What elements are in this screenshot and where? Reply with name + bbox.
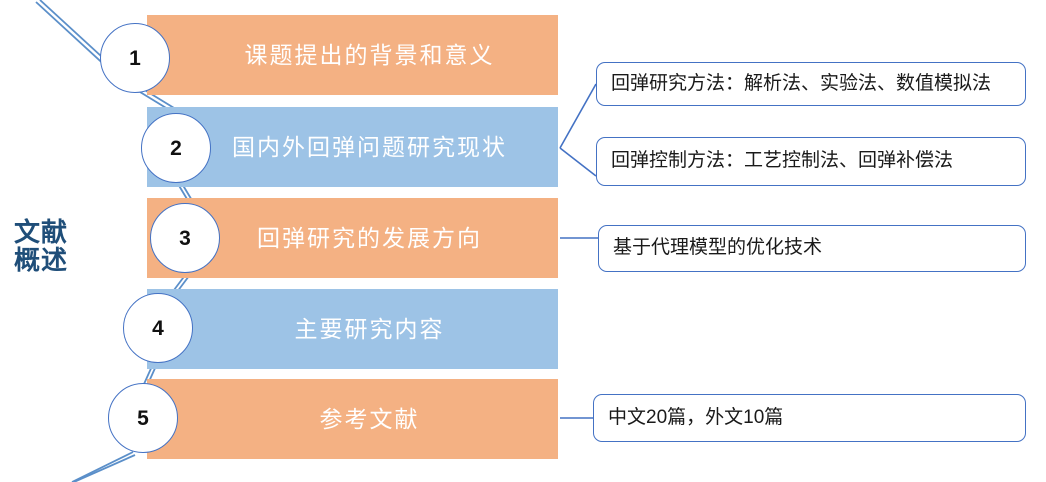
diagram-side-title: 文献 概述 bbox=[14, 218, 100, 274]
stage-circle-2[interactable]: 2 bbox=[141, 113, 211, 183]
side-title-line-1: 文献 bbox=[14, 217, 69, 247]
stage-bar-label-4: 主要研究内容 bbox=[294, 315, 445, 342]
callout-text-3: 基于代理模型的优化技术 bbox=[613, 237, 823, 259]
stage-number-3: 3 bbox=[179, 226, 191, 250]
callout-text-1: 回弹研究方法：解析法、实验法、数值模拟法 bbox=[611, 72, 992, 94]
callout-box-4[interactable]: 中文20篇，外文10篇 bbox=[593, 394, 1026, 442]
stage-bar-1[interactable]: 课题提出的背景和意义 bbox=[147, 15, 558, 95]
stage-bar-label-3: 回弹研究的发展方向 bbox=[257, 224, 482, 251]
stage-bar-label-5: 参考文献 bbox=[319, 405, 420, 432]
callout-text-4: 中文20篇，外文10篇 bbox=[608, 406, 784, 428]
stage-circle-1[interactable]: 1 bbox=[100, 23, 170, 93]
callout-box-3[interactable]: 基于代理模型的优化技术 bbox=[598, 225, 1026, 272]
stage-bar-2[interactable]: 国内外回弹问题研究现状 bbox=[147, 107, 558, 187]
stage-circle-3[interactable]: 3 bbox=[150, 203, 220, 273]
stage-number-1: 1 bbox=[129, 46, 141, 70]
stage-bar-5[interactable]: 参考文献 bbox=[147, 379, 558, 459]
callout-text-2: 回弹控制方法：工艺控制法、回弹补偿法 bbox=[611, 150, 954, 172]
stage-bar-label-2: 国内外回弹问题研究现状 bbox=[232, 133, 507, 160]
callout-box-2[interactable]: 回弹控制方法：工艺控制法、回弹补偿法 bbox=[596, 137, 1026, 186]
stage-circle-5[interactable]: 5 bbox=[108, 383, 178, 453]
stage-number-5: 5 bbox=[137, 406, 149, 430]
stage-circle-4[interactable]: 4 bbox=[123, 293, 193, 363]
side-title-line-2: 概述 bbox=[14, 245, 69, 276]
callout-box-1[interactable]: 回弹研究方法：解析法、实验法、数值模拟法 bbox=[596, 62, 1026, 106]
stage-bar-4[interactable]: 主要研究内容 bbox=[147, 289, 558, 369]
stage-number-2: 2 bbox=[170, 136, 182, 160]
stage-bar-label-1: 课题提出的背景和意义 bbox=[244, 41, 495, 68]
stage-number-4: 4 bbox=[152, 316, 164, 340]
